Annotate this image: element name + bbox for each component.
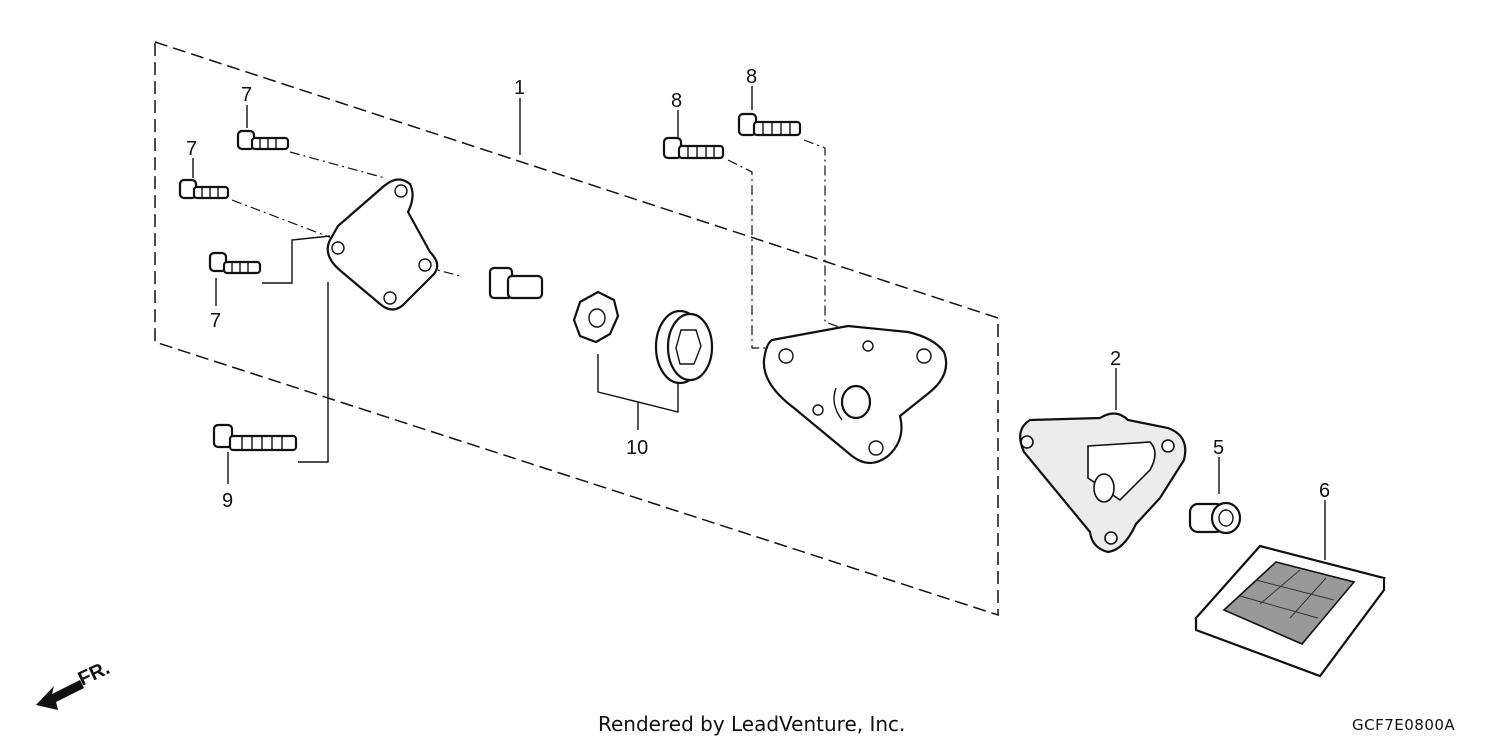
leader-lines	[192, 86, 1326, 560]
bolt-9	[212, 423, 298, 452]
callout-7-top: 7	[241, 84, 252, 106]
bolt-7-middle	[178, 178, 230, 200]
outer-rotor	[654, 309, 714, 385]
callout-7-lower: 7	[210, 310, 221, 332]
diagram-code: GCF7E0800A	[1352, 716, 1456, 734]
oil-screen	[1194, 544, 1386, 678]
centerlines	[231, 139, 936, 357]
pump-body	[762, 324, 948, 465]
callout-8-left: 8	[671, 90, 682, 112]
bolt-8-left	[662, 136, 725, 160]
callout-7-middle: 7	[186, 138, 197, 160]
collar	[1188, 501, 1242, 535]
callout-1: 1	[514, 77, 525, 99]
callout-2: 2	[1110, 348, 1121, 370]
callout-9: 9	[222, 490, 233, 512]
callout-6: 6	[1319, 480, 1330, 502]
inner-rotor	[572, 290, 620, 344]
callout-5: 5	[1213, 437, 1224, 459]
pump-shaft	[488, 266, 544, 300]
gasket	[1019, 412, 1187, 554]
bolt-8-right	[737, 112, 802, 137]
bolt-7-lower	[208, 251, 262, 275]
assembly-group-outline	[154, 40, 999, 617]
pump-cover	[326, 178, 439, 311]
front-direction-arrow: FR.	[36, 657, 113, 710]
bolt-7-top	[236, 129, 290, 151]
callout-8-right: 8	[746, 66, 757, 88]
footer-credit: Rendered by LeadVenture, Inc.	[598, 712, 906, 736]
callout-10: 10	[626, 437, 648, 459]
